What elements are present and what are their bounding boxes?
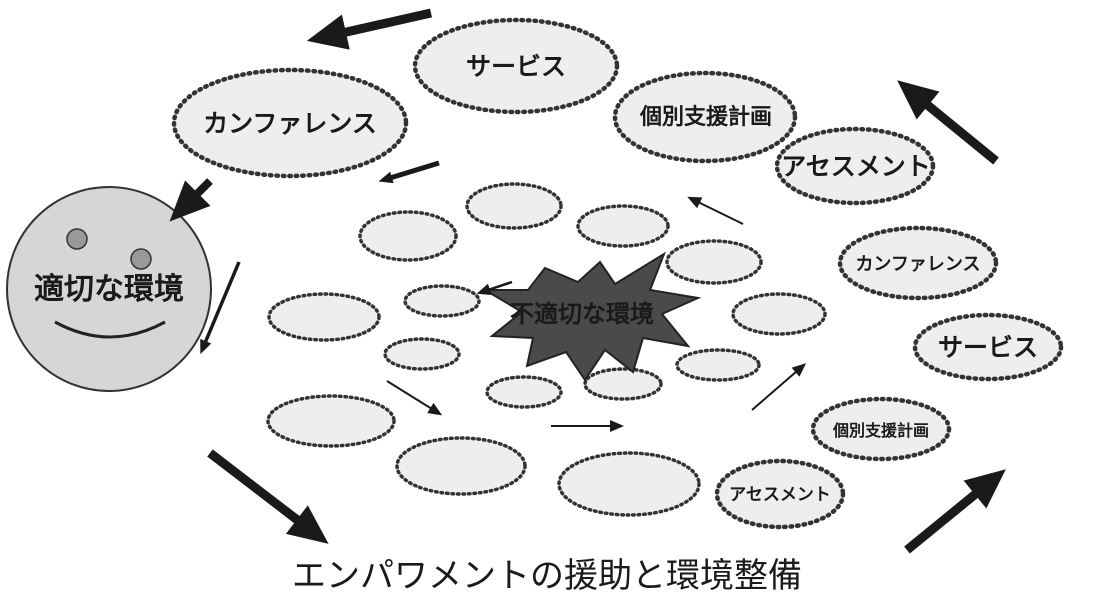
inner-ellipse <box>267 292 381 342</box>
arrow-mid-left <box>378 160 440 184</box>
inner-ellipse <box>557 451 701 517</box>
ellipse-conference-left <box>171 67 409 179</box>
labeled-ellipses <box>171 17 1064 530</box>
label-assessment-bottom: アセスメント <box>729 485 831 505</box>
diagram-caption: エンパワメントの援助と環境整備 <box>292 556 802 596</box>
ellipse-assessment-bottom <box>714 458 846 530</box>
inner-ellipse <box>358 210 458 262</box>
inner-ellipse <box>395 436 527 496</box>
inner-ellipse <box>731 292 827 336</box>
arrow-bottom-right <box>904 469 1006 554</box>
flow-arrows <box>169 8 1006 554</box>
inner-ellipse <box>383 337 461 371</box>
label-appropriate-environment: 適切な環境 <box>34 272 184 307</box>
ellipse-conference-right <box>837 225 999 301</box>
face-left-eye <box>66 228 88 250</box>
label-individual-plan-bottom: 個別支援計画 <box>832 421 929 440</box>
label-inappropriate-environment: 不適切な環境 <box>510 300 654 328</box>
appropriate-environment-face <box>6 186 212 392</box>
arrow-inner-up-right <box>751 363 807 411</box>
arrow-inner-left <box>476 280 513 296</box>
ellipse-assessment-right <box>774 126 936 206</box>
label-conference-right: カンファレンス <box>855 254 980 275</box>
arrow-top-left <box>306 8 432 50</box>
inner-ellipse <box>576 204 670 248</box>
inner-ellipse <box>583 367 663 401</box>
arrow-bottom-left <box>207 449 329 544</box>
face-circle <box>6 186 212 392</box>
arrow-inner-down-right <box>386 380 443 416</box>
label-service-right: サービス <box>938 333 1038 362</box>
ellipse-individual-plan-top <box>612 70 798 164</box>
inappropriate-environment-burst <box>481 251 702 382</box>
inner-ellipses <box>266 182 827 517</box>
arrow-top-right <box>897 80 999 165</box>
arrow-inner-up-left <box>687 196 744 225</box>
label-individual-plan-top: 個別支援計画 <box>639 104 772 130</box>
ellipse-service-top <box>412 17 620 115</box>
arrow-face-down <box>200 261 241 355</box>
inner-ellipse <box>675 348 761 382</box>
arrow-conference-to-face <box>169 178 213 222</box>
face-smile <box>54 320 166 339</box>
diagram-labels: サービス カンファレンス 個別支援計画 アセスメント カンファレンス サービス … <box>34 52 1038 505</box>
inner-ellipse <box>266 394 396 448</box>
inner-ellipse <box>665 239 763 285</box>
inner-ellipse <box>465 182 563 230</box>
inner-ellipse <box>485 375 563 409</box>
face-right-eye <box>130 248 152 270</box>
label-assessment-right: アセスメント <box>781 152 931 181</box>
label-service-top: サービス <box>466 52 566 81</box>
ellipse-individual-plan-bottom <box>810 396 952 462</box>
label-conference-left: カンファレンス <box>203 109 377 138</box>
inner-ellipse <box>403 284 481 318</box>
ellipse-service-right <box>912 312 1064 382</box>
